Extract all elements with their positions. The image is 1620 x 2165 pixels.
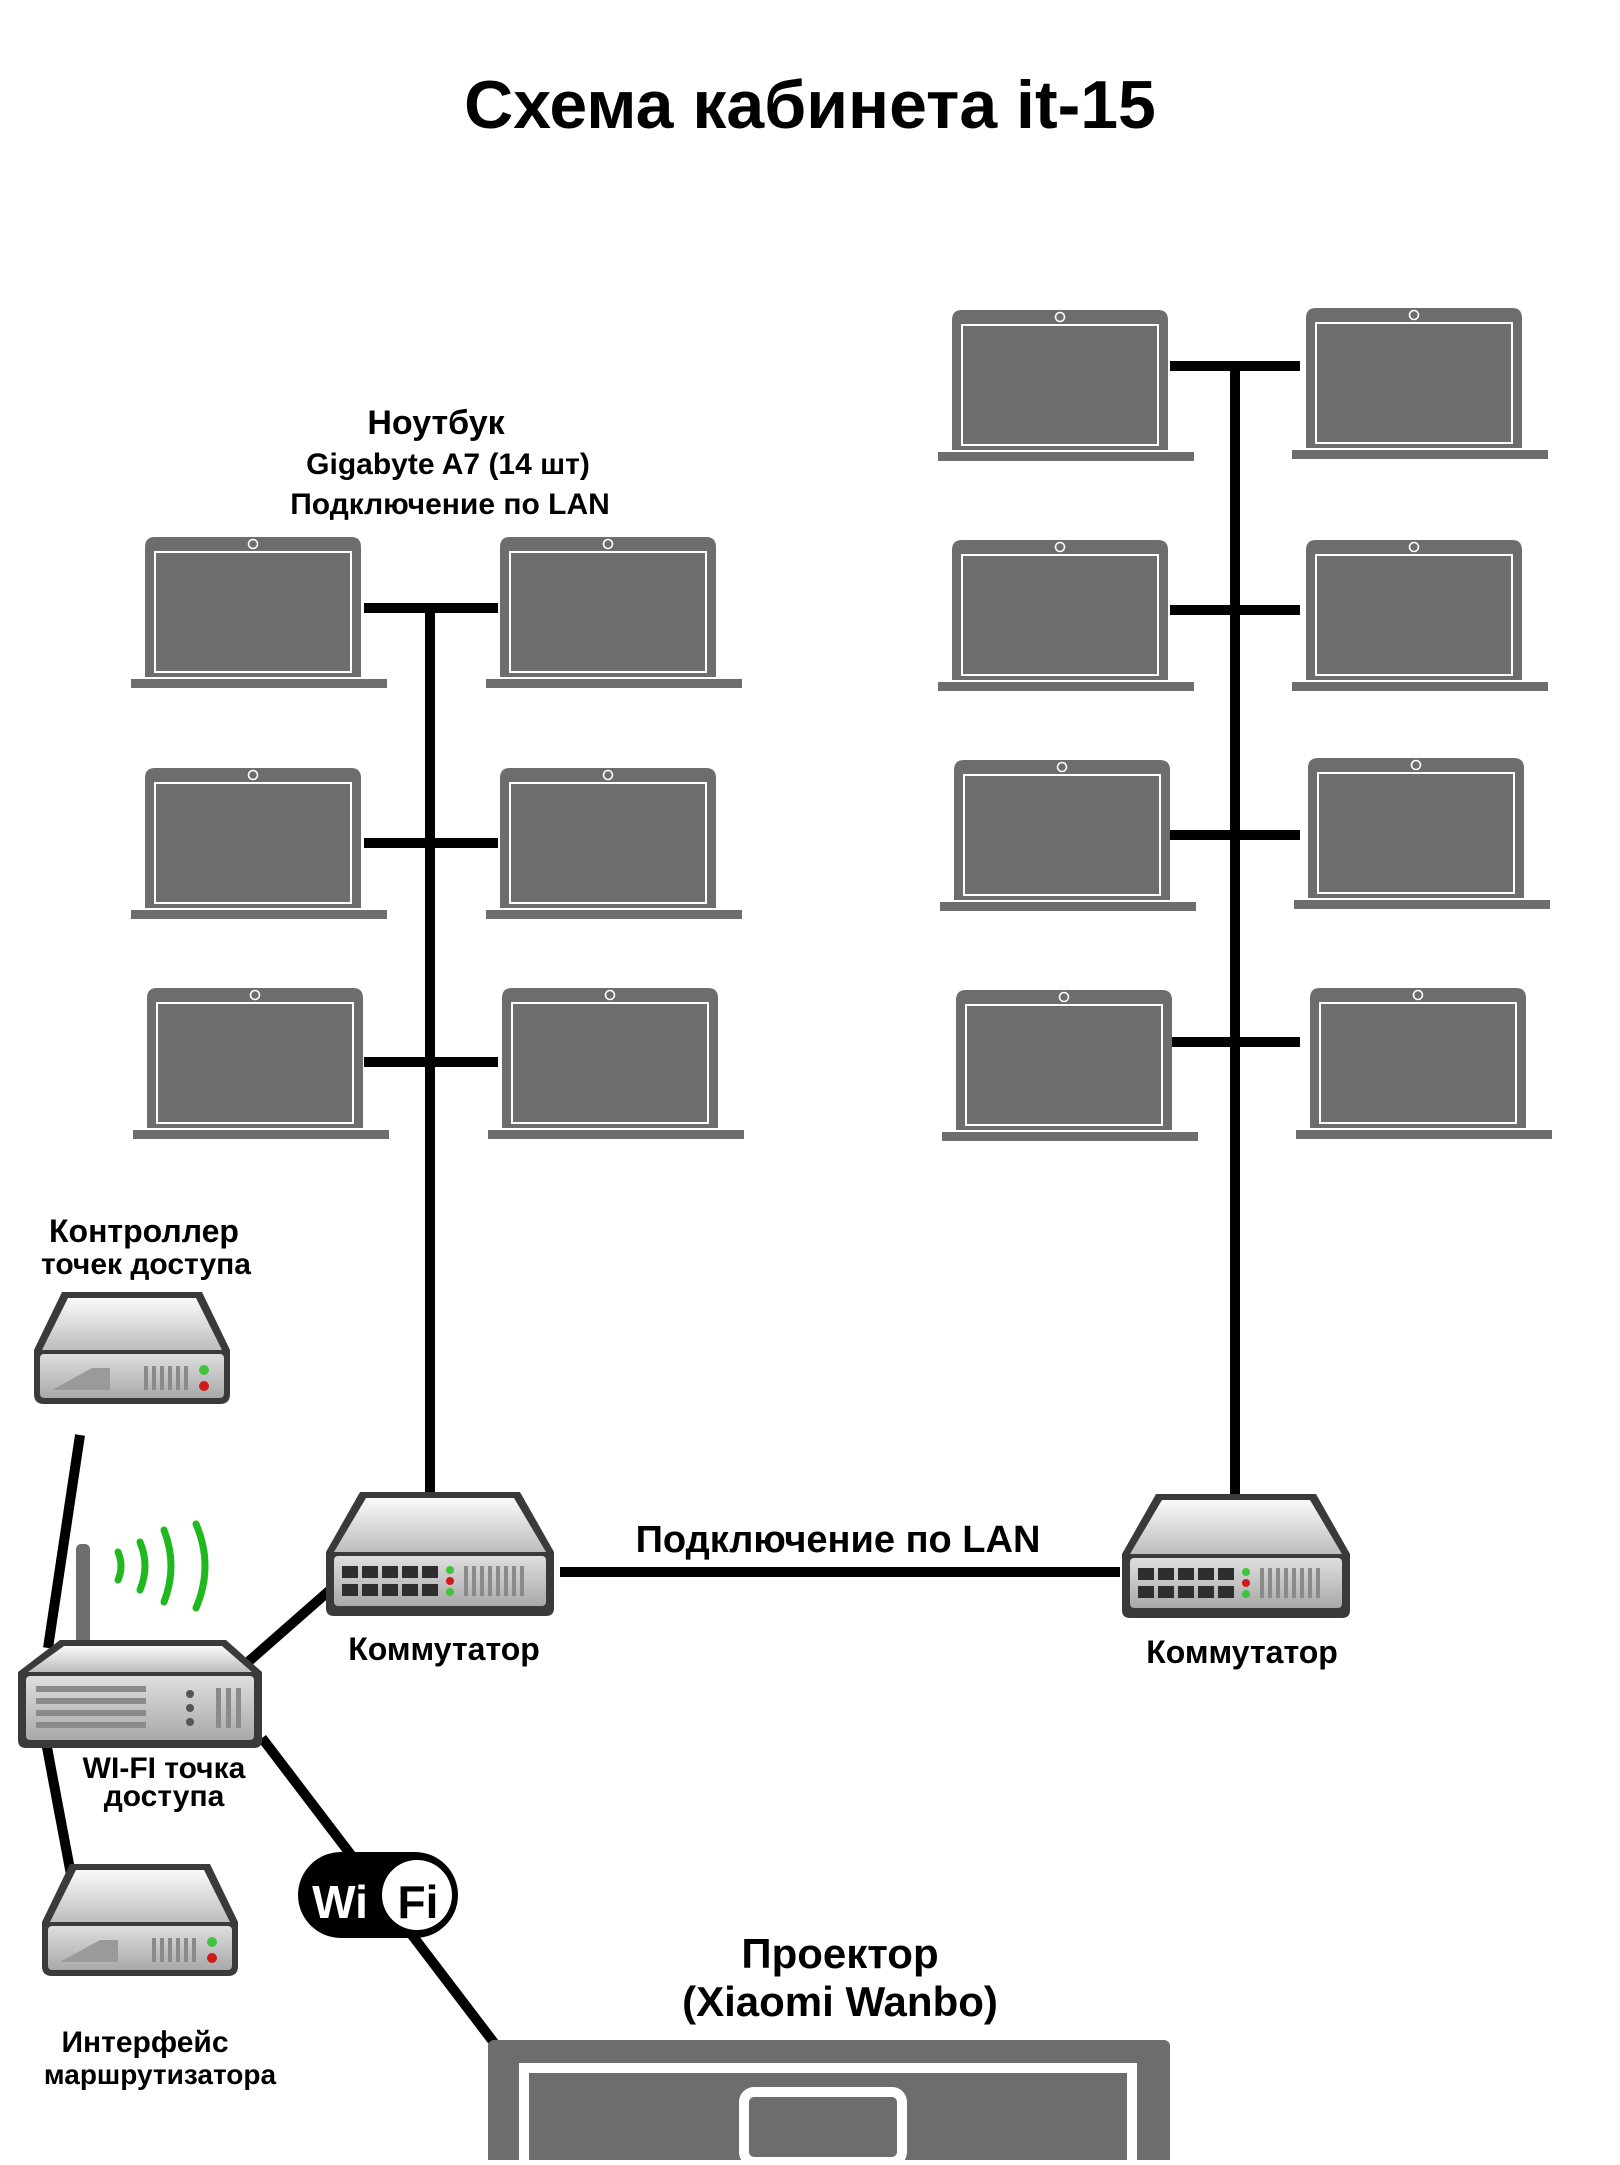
laptop-icon [485, 536, 743, 689]
server-icon-router [42, 1864, 238, 1976]
access-point-label: WI-FI точка доступа [83, 1752, 246, 1813]
laptop-icon [939, 759, 1197, 912]
laptop-label-line3: Подключение по LAN [290, 488, 610, 521]
router-label-line1: Интерфейс [61, 2026, 228, 2059]
switch-left-label: Коммутатор [348, 1631, 540, 1667]
wifi-signal-icon [114, 1520, 209, 1612]
laptop-group-right [937, 307, 1553, 1142]
laptop-group-label: Ноутбук Gigabyte A7 (14 шт) Подключение … [290, 404, 610, 521]
cable-controller-ap [43, 1434, 85, 1649]
wifi-logo-right: Fi [398, 1876, 439, 1928]
laptop-label-line2: Gigabyte A7 (14 шт) [306, 448, 590, 481]
router-icon [18, 1544, 262, 1748]
server-icon-controller [34, 1292, 230, 1404]
laptop-icon [487, 987, 745, 1140]
switch-icon-right [1122, 1494, 1350, 1618]
switch-right-label: Коммутатор [1146, 1634, 1338, 1670]
laptop-icon [1293, 757, 1551, 910]
laptop-icon [941, 989, 1199, 1142]
projector-icon [488, 2040, 1170, 2165]
laptop-icon [937, 309, 1195, 462]
laptop-icon [130, 536, 388, 689]
wifi-logo-icon: Wi Fi [298, 1852, 458, 1938]
cable-switch-ap [244, 1586, 334, 1666]
controller-label-line1: Контроллер [49, 1213, 239, 1249]
access-point-label-line2: доступа [104, 1780, 225, 1813]
projector-label: Проектор (Xiaomi Wanbo) [682, 1930, 998, 2025]
projector-label-line1: Проектор [741, 1930, 938, 1977]
router-label-line2: маршрутизатора [44, 2059, 277, 2090]
switch-icon-left [326, 1492, 554, 1616]
laptop-icon [132, 987, 390, 1140]
access-point-label-line1: WI-FI точка [83, 1752, 246, 1785]
laptop-icon [937, 539, 1195, 692]
cable-ap-router [41, 1741, 77, 1881]
laptop-icon [1295, 987, 1553, 1140]
wifi-logo-left: Wi [312, 1876, 368, 1928]
router-label: Интерфейс маршрутизатора [44, 2026, 277, 2090]
laptop-icon [1291, 307, 1549, 460]
laptop-icon [130, 767, 388, 920]
projector-label-line2: (Xiaomi Wanbo) [682, 1978, 998, 2025]
laptop-icon [485, 767, 743, 920]
controller-label-line2: точек доступа [41, 1248, 251, 1281]
controller-label: Контроллер точек доступа [41, 1213, 251, 1281]
laptop-icon [1291, 539, 1549, 692]
diagram-title: Схема кабинета it-15 [464, 67, 1156, 143]
laptop-label-line1: Ноутбук [367, 404, 505, 442]
lan-link-label: Подключение по LAN [636, 1519, 1041, 1561]
